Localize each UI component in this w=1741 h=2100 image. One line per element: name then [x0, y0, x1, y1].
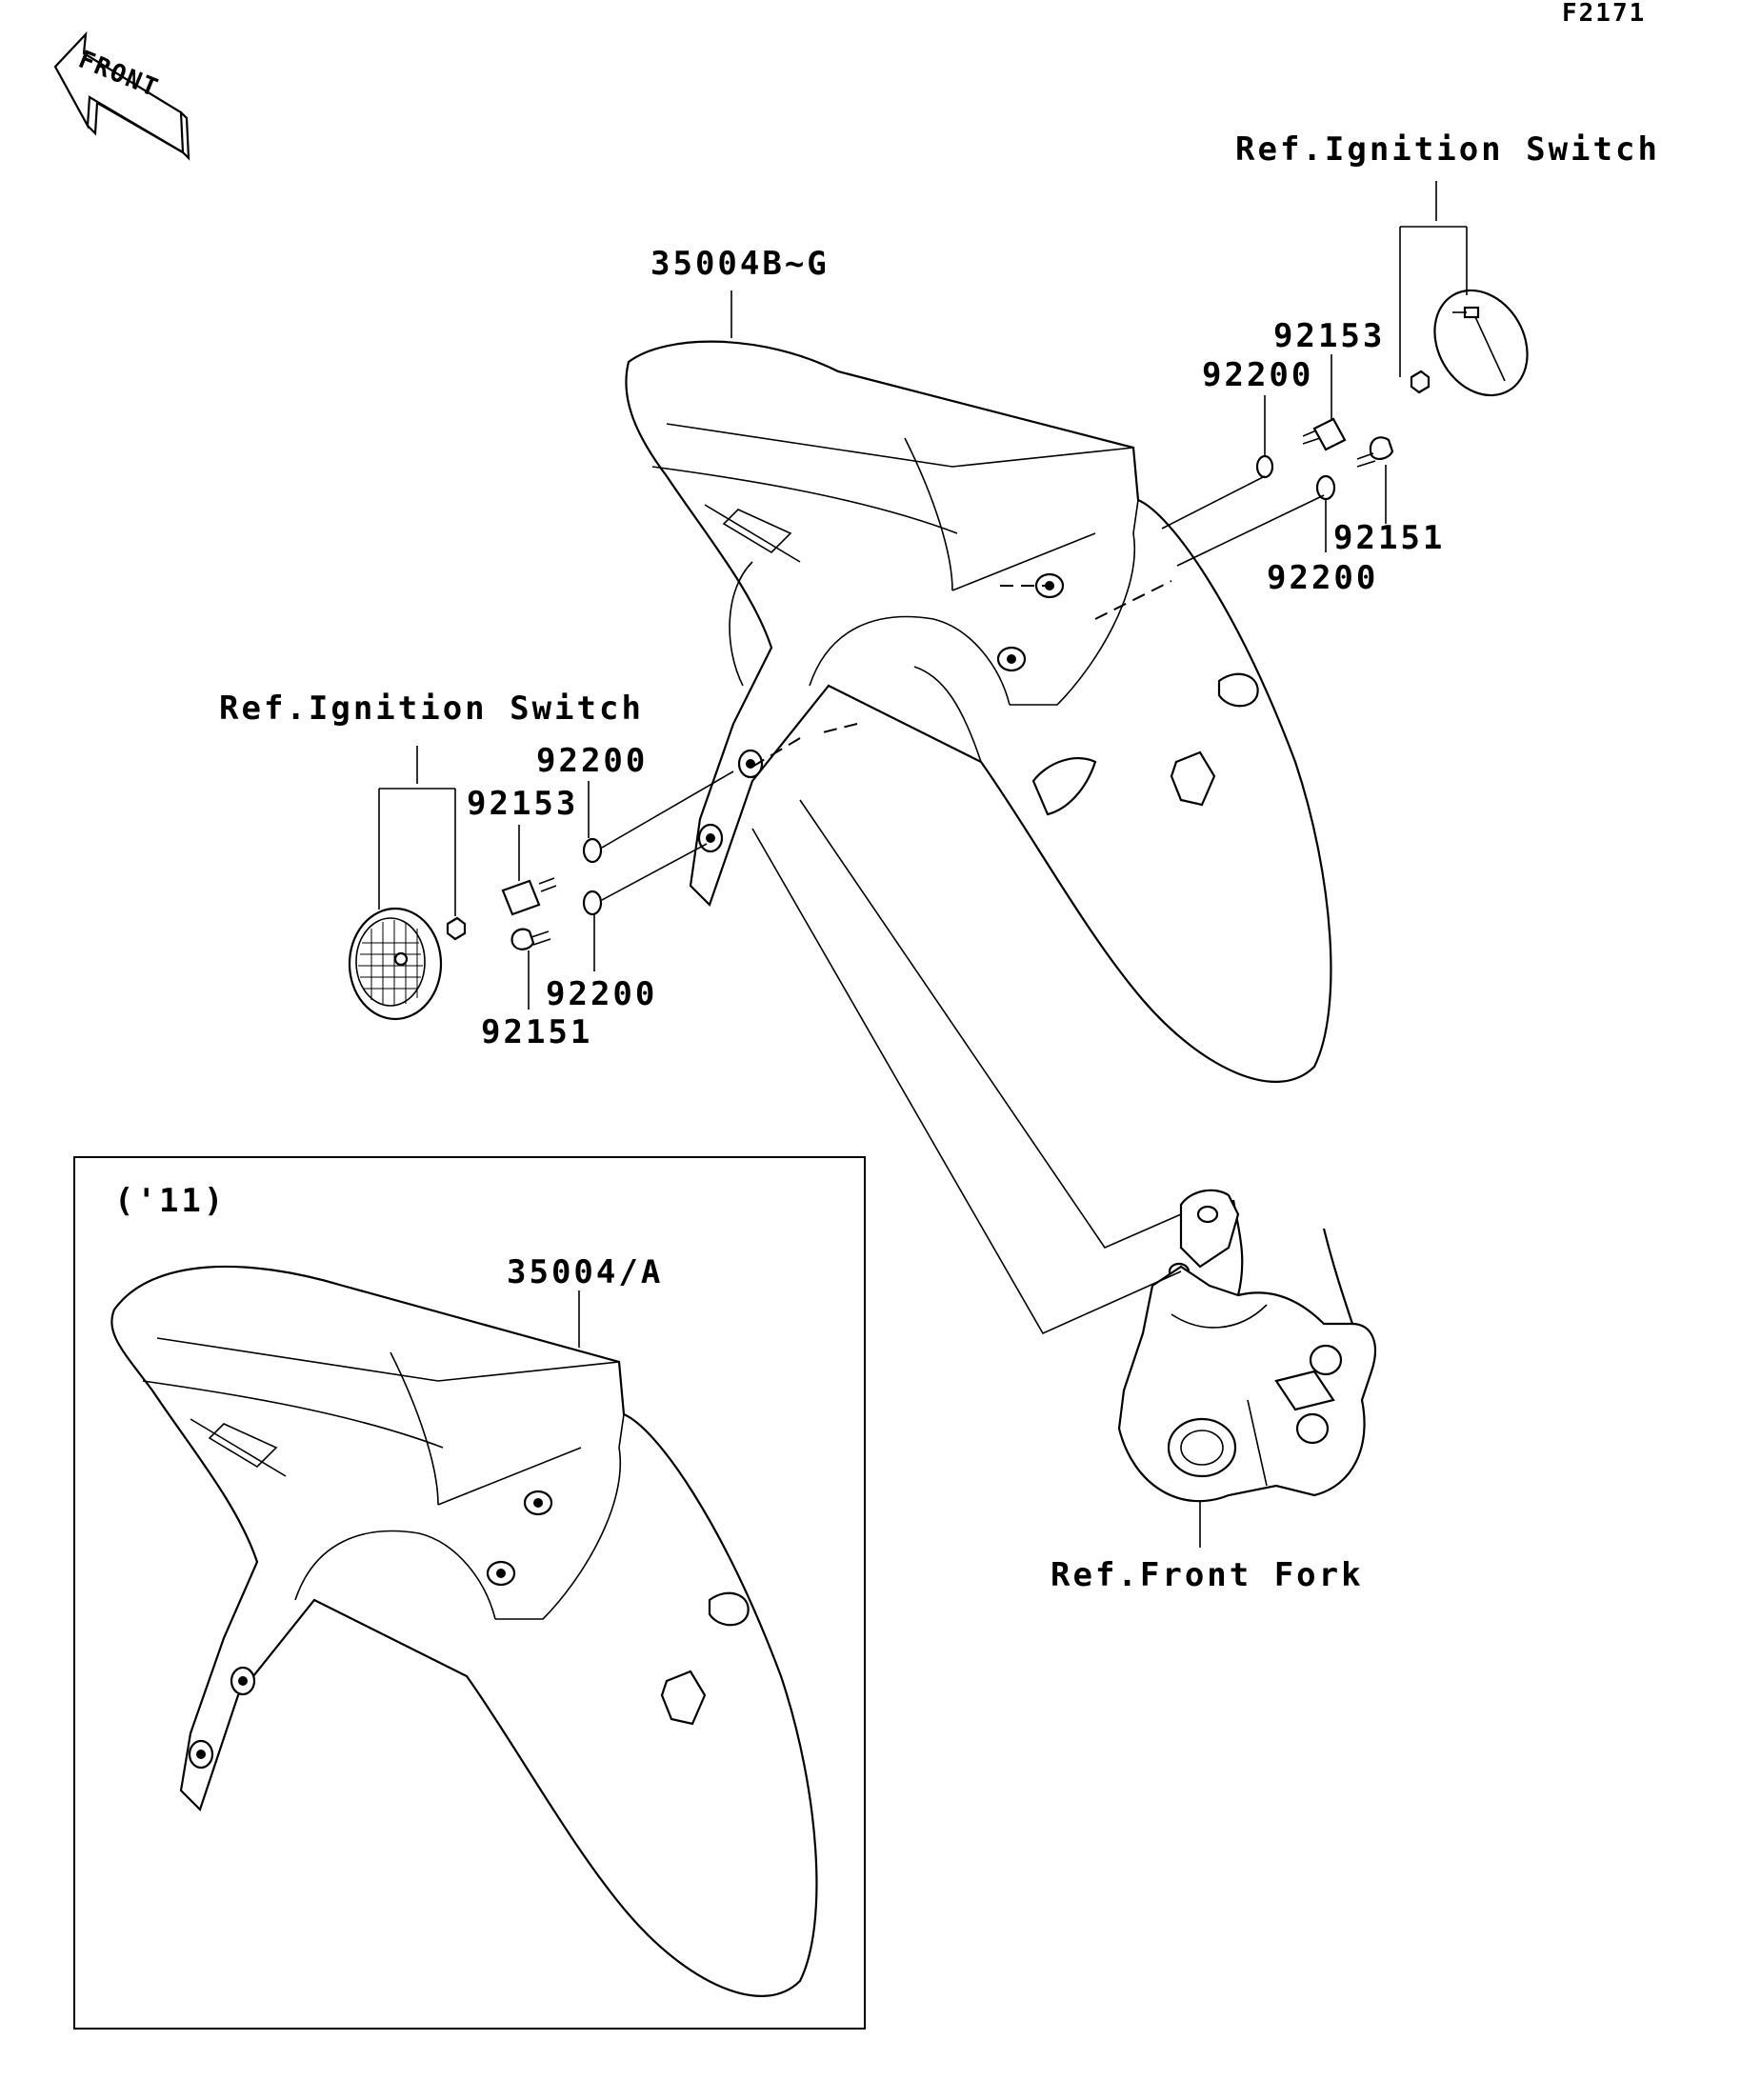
label-35004-A: 35004/A	[507, 1253, 663, 1291]
inset-box-2011: ('11) 35004/A	[73, 1156, 866, 2030]
label-ref-ignition-switch-right: Ref.Ignition Switch	[1235, 130, 1660, 169]
front-arrow-icon: FRONT	[53, 30, 190, 161]
fasteners-right	[1161, 417, 1394, 567]
reflector-left	[348, 907, 467, 1021]
front-fender-main	[625, 340, 1332, 1083]
label-35004B-G: 35004B~G	[650, 245, 830, 283]
label-92153-left: 92153	[467, 785, 578, 823]
label-92200-right-bottom: 92200	[1267, 559, 1378, 597]
reflector-right	[1410, 289, 1529, 397]
figure-code: F2171	[1562, 0, 1646, 28]
label-92200-left-top: 92200	[536, 742, 648, 780]
label-92151-right: 92151	[1333, 519, 1445, 557]
label-92153-right: 92153	[1273, 317, 1385, 355]
front-fork	[1117, 1189, 1376, 1503]
label-ref-ignition-switch-left: Ref.Ignition Switch	[219, 690, 644, 728]
front-arrow-text: FRONT	[74, 46, 163, 104]
label-92200-right-top: 92200	[1202, 356, 1313, 394]
label-92200-left-bottom: 92200	[546, 975, 657, 1013]
fasteners-left	[501, 770, 734, 950]
leader-lines	[378, 181, 1468, 1548]
inset-note: ('11)	[114, 1182, 226, 1220]
label-ref-front-fork: Ref.Front Fork	[1051, 1556, 1364, 1594]
label-92151-left: 92151	[481, 1013, 592, 1051]
